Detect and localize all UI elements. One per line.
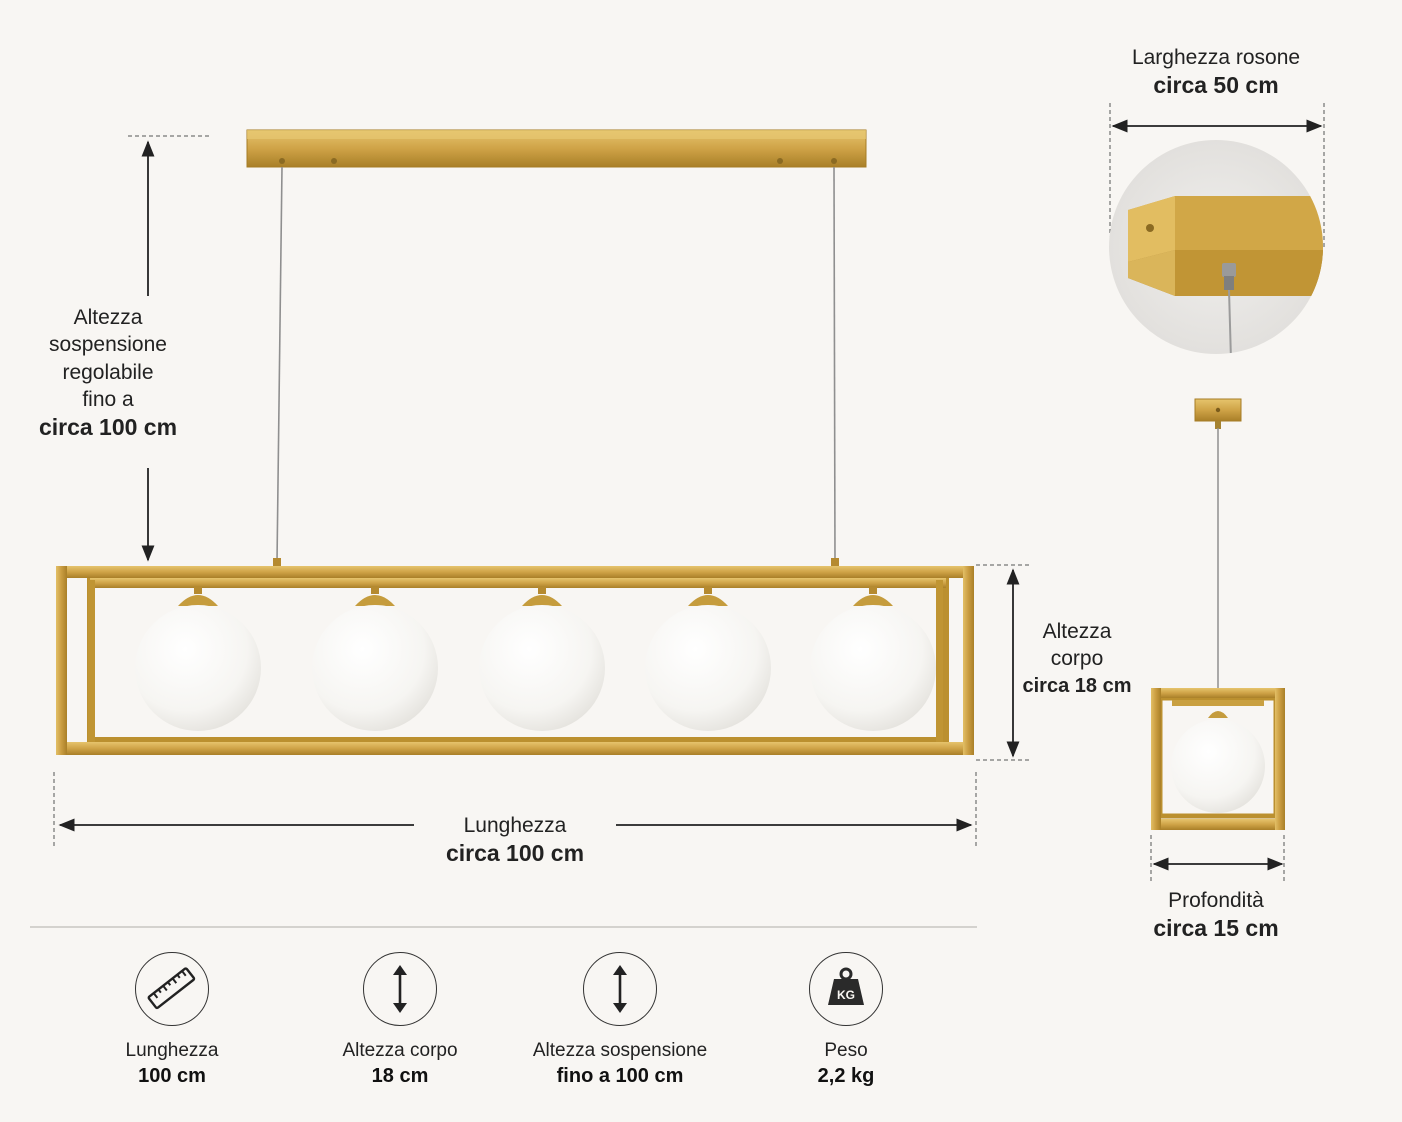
vertical-arrow-icon: [363, 952, 437, 1026]
spec-length: Lunghezza 100 cm: [62, 952, 282, 1088]
globe-stem: [538, 586, 546, 594]
side-view-lamp: [1151, 398, 1285, 830]
globe-stem: [704, 586, 712, 594]
spec-suspension-height-label: Altezza sospensione: [532, 1040, 708, 1061]
rosette-detail-zoom: [1109, 140, 1323, 354]
globe-shade: [645, 605, 771, 731]
body-height-label: Altezza corpo circa 18 cm: [1016, 618, 1138, 699]
spec-suspension-height-value: fino a 100 cm: [556, 1065, 684, 1087]
spec-weight-label: Peso: [824, 1040, 868, 1061]
globe-socket: [522, 595, 562, 606]
globe-socket: [688, 595, 728, 606]
suspension-height-label: Altezza sospensione regolabile fino a ci…: [18, 304, 198, 443]
depth-label: Profondità circa 15 cm: [1120, 887, 1312, 944]
spec-length-label: Lunghezza: [125, 1040, 219, 1061]
globe-shade: [479, 605, 605, 731]
suspension-cables: [273, 166, 839, 568]
globe-light: [479, 586, 605, 731]
weight-icon: KG: [809, 952, 883, 1026]
spec-suspension-height: Altezza sospensione fino a 100 cm: [510, 952, 730, 1088]
globe-light: [810, 586, 936, 731]
globe-shade: [312, 605, 438, 731]
globe-socket: [355, 595, 395, 606]
rosette-width-label: Larghezza rosone circa 50 cm: [1096, 44, 1336, 101]
globe-stem: [371, 586, 379, 594]
spec-weight-value: 2,2 kg: [817, 1065, 875, 1087]
dimension-lines: [58, 119, 1323, 871]
weight-icon-text: KG: [837, 988, 855, 1002]
vertical-arrow-icon: [583, 952, 657, 1026]
ruler-icon: [135, 952, 209, 1026]
rosette-width-value: circa 50 cm: [1153, 72, 1279, 99]
globe-light: [135, 586, 261, 731]
globe-light: [645, 586, 771, 731]
length-value: circa 100 cm: [445, 840, 585, 867]
spec-length-value: 100 cm: [138, 1065, 206, 1087]
ceiling-canopy: [246, 129, 867, 168]
globe-light: [312, 586, 438, 731]
spec-body-height: Altezza corpo 18 cm: [290, 952, 510, 1088]
spec-body-height-label: Altezza corpo: [342, 1040, 458, 1061]
depth-value: circa 15 cm: [1153, 915, 1279, 942]
spec-body-height-value: 18 cm: [371, 1065, 429, 1087]
globe-stem: [869, 586, 877, 594]
globe-socket: [853, 595, 893, 606]
globe-shade: [135, 605, 261, 731]
spec-weight: KG Peso 2,2 kg: [736, 952, 956, 1088]
length-label: Lunghezza circa 100 cm: [410, 812, 620, 869]
body-height-value: circa 18 cm: [1022, 674, 1132, 697]
globe-socket: [178, 595, 218, 606]
globe-lights: [135, 586, 936, 731]
lamp-frame: [56, 566, 974, 755]
suspension-height-value: circa 100 cm: [38, 414, 178, 441]
globe-shade: [810, 605, 936, 731]
globe-stem: [194, 586, 202, 594]
dashed-guides: [53, 103, 1325, 882]
